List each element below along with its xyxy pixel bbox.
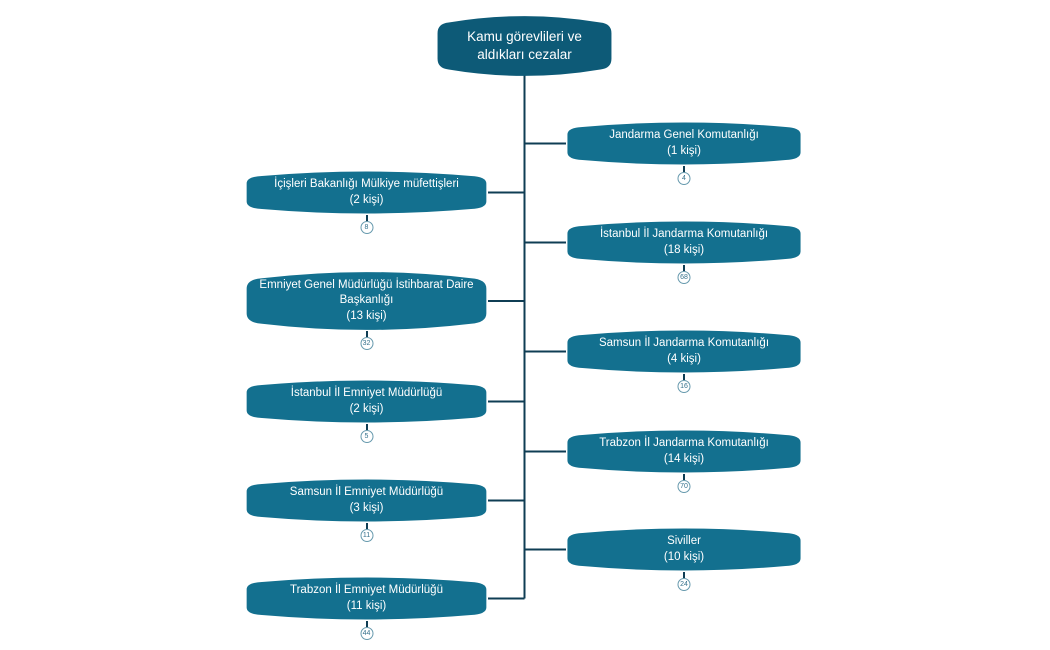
badge-connector (683, 264, 685, 271)
node-badge[interactable]: 11 (360, 528, 373, 542)
org-node-right-3[interactable]: Trabzon İl Jandarma Komutanlığı (14 kişi… (560, 429, 808, 493)
node-text: İstanbul İl Emniyet Müdürlüğü (2 kişi) (239, 386, 494, 416)
org-node-left-4[interactable]: Trabzon İl Emniyet Müdürlüğü (11 kişi) 4… (239, 576, 494, 640)
org-node-left-2[interactable]: İstanbul İl Emniyet Müdürlüğü (2 kişi) 5 (239, 379, 494, 443)
org-node-right-2[interactable]: Samsun İl Jandarma Komutanlığı (4 kişi) … (560, 329, 808, 393)
node-text: Samsun İl Emniyet Müdürlüğü (3 kişi) (239, 485, 494, 515)
node-badge[interactable]: 70 (677, 479, 691, 493)
node-shape (246, 171, 487, 214)
node-shape (246, 479, 487, 522)
badge-connector (365, 331, 368, 338)
node-text: Jandarma Genel Komutanlığı (1 kişi) (560, 128, 808, 158)
node-count: (1 kişi) (667, 144, 701, 157)
node-label: Samsun İl Jandarma Komutanlığı (598, 337, 770, 350)
org-node-right-4[interactable]: Siviller (10 kişi) 24 (560, 527, 808, 591)
node-badge[interactable]: 32 (360, 337, 373, 351)
node-text: İstanbul İl Jandarma Komutanlığı (18 kiş… (560, 227, 808, 257)
node-count: (11 kişi) (346, 599, 387, 612)
node-label: Samsun İl Emniyet Müdürlüğü (289, 486, 444, 499)
node-badge[interactable]: 8 (360, 220, 373, 234)
badge-connector (365, 620, 368, 627)
node-badge[interactable]: 4 (677, 171, 691, 185)
node-label: Siviller (667, 535, 701, 548)
node-badge[interactable]: 44 (360, 626, 373, 640)
node-badge[interactable]: 5 (360, 429, 373, 443)
node-label: Emniyet Genel Müdürlüğü İstihbarat Daire… (259, 279, 474, 307)
node-text: İçişleri Bakanlığı Mülkiye müfettişleri … (239, 177, 494, 207)
node-label: İstanbul İl Jandarma Komutanlığı (599, 228, 769, 241)
node-shape (567, 330, 801, 373)
badge-connector (683, 373, 685, 380)
node-label: İçişleri Bakanlığı Mülkiye müfettişleri (274, 178, 459, 191)
node-shape (246, 380, 487, 423)
badge-connector (365, 214, 368, 221)
node-shape (246, 272, 487, 330)
badge-connector (683, 165, 685, 172)
node-badge[interactable]: 68 (677, 270, 691, 284)
node-shape (437, 16, 612, 76)
node-label: İstanbul İl Emniyet Müdürlüğü (290, 387, 443, 400)
node-count: (18 kişi) (663, 243, 705, 256)
node-shape (246, 577, 487, 620)
org-node-left-0[interactable]: İçişleri Bakanlığı Mülkiye müfettişleri … (239, 170, 494, 234)
org-node-right-1[interactable]: İstanbul İl Jandarma Komutanlığı (18 kiş… (560, 220, 808, 284)
node-badge[interactable]: 16 (677, 379, 691, 393)
node-shape (567, 221, 801, 264)
node-count: (2 kişi) (349, 193, 384, 206)
node-shape (567, 528, 801, 571)
node-text: Emniyet Genel Müdürlüğü İstihbarat Daire… (239, 278, 494, 324)
node-shape (567, 430, 801, 473)
badge-connector (683, 571, 685, 578)
node-label: Trabzon İl Emniyet Müdürlüğü (290, 584, 443, 597)
badge-connector (365, 522, 368, 529)
node-count: (4 kişi) (667, 352, 701, 365)
org-node-right-0[interactable]: Jandarma Genel Komutanlığı (1 kişi) 4 (560, 121, 808, 185)
node-count: (10 kişi) (663, 550, 705, 563)
node-text: Samsun İl Jandarma Komutanlığı (4 kişi) (560, 336, 808, 366)
node-count: (3 kişi) (349, 501, 384, 514)
node-shape (567, 122, 801, 165)
node-text: Siviller (10 kişi) (560, 534, 808, 564)
node-text: Trabzon İl Emniyet Müdürlüğü (11 kişi) (239, 583, 494, 613)
org-node-left-1[interactable]: Emniyet Genel Müdürlüğü İstihbarat Daire… (239, 270, 494, 351)
node-text: Trabzon İl Jandarma Komutanlığı (14 kişi… (560, 436, 808, 466)
org-node-left-3[interactable]: Samsun İl Emniyet Müdürlüğü (3 kişi) 11 (239, 478, 494, 542)
node-count: (13 kişi) (346, 309, 387, 322)
node-badge[interactable]: 24 (677, 577, 691, 591)
badge-connector (365, 423, 368, 430)
node-count: (14 kişi) (663, 452, 705, 465)
node-count: (2 kişi) (349, 402, 384, 415)
node-label: Jandarma Genel Komutanlığı (609, 129, 759, 142)
badge-connector (683, 473, 685, 480)
root-node[interactable]: Kamu görevlileri ve aldıkları cezalar (432, 14, 617, 78)
node-label: Trabzon İl Jandarma Komutanlığı (599, 437, 769, 450)
root-node-label: Kamu görevlileri ve aldıkları cezalar (467, 28, 582, 62)
